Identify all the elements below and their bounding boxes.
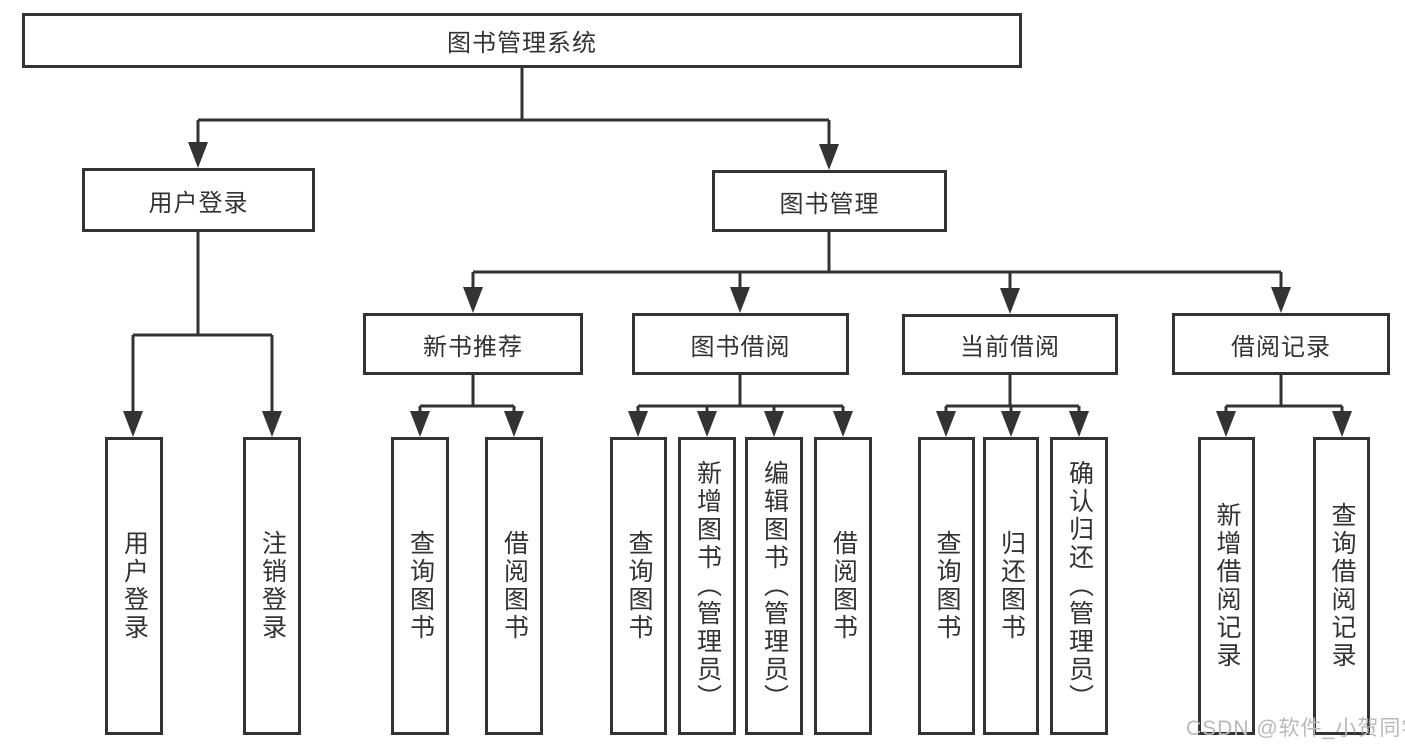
- node-borrowing-records: 借阅记录: [1172, 313, 1390, 375]
- leaf-return-books-label: 归还图书: [997, 530, 1026, 642]
- arrowhead-icon: [123, 411, 143, 437]
- leaf-query-books-borrowing-label: 查询图书: [625, 530, 653, 642]
- node-current-borrowing: 当前借阅: [902, 314, 1118, 375]
- node-borrowing-records-label: 借阅记录: [1231, 333, 1331, 361]
- arrowhead-icon: [1216, 411, 1236, 437]
- leaf-query-books-borrowing: 查询图书: [610, 437, 667, 735]
- leaf-user-login-label: 用户登录: [120, 530, 149, 642]
- arrowhead-icon: [262, 411, 282, 437]
- arrowhead-icon: [764, 411, 784, 437]
- leaf-borrow-books-recommend-label: 借阅图书: [500, 530, 529, 642]
- arrowhead-icon: [1000, 288, 1020, 314]
- node-system-root: 图书管理系统: [22, 13, 1022, 68]
- leaf-user-login: 用户登录: [105, 437, 163, 735]
- leaf-edit-books-admin-label: 编辑图书（管理员）: [760, 460, 789, 712]
- node-book-borrowing-label: 图书借阅: [690, 333, 791, 361]
- leaf-add-borrow-record: 新增借阅记录: [1198, 437, 1255, 735]
- arrowhead-icon: [819, 144, 839, 170]
- node-book-borrowing: 图书借阅: [632, 313, 849, 375]
- leaf-query-borrow-record: 查询借阅记录: [1313, 437, 1370, 735]
- arrowhead-icon: [628, 411, 648, 437]
- arrowhead-icon: [410, 411, 430, 437]
- arrowhead-icon: [936, 411, 956, 437]
- arrowhead-icon: [833, 411, 853, 437]
- arrowhead-icon: [697, 411, 717, 437]
- node-new-book-recommend-label: 新书推荐: [423, 333, 523, 361]
- leaf-return-books: 归还图书: [983, 437, 1039, 735]
- leaf-query-books-recommend-label: 查询图书: [406, 530, 435, 642]
- arrowhead-icon: [1271, 287, 1291, 313]
- leaf-query-borrow-record-label: 查询借阅记录: [1328, 502, 1356, 670]
- arrowhead-icon: [504, 411, 524, 437]
- arrowhead-icon: [1001, 411, 1021, 437]
- leaf-logout-label: 注销登录: [258, 530, 287, 642]
- leaf-confirm-return-admin: 确认归还（管理员）: [1050, 437, 1108, 735]
- leaf-logout: 注销登录: [243, 437, 301, 735]
- node-system-root-label: 图书管理系统: [447, 30, 597, 57]
- leaf-query-books-recommend: 查询图书: [391, 437, 449, 735]
- leaf-add-books-admin-label: 新增图书（管理员）: [693, 460, 722, 712]
- node-user-login-label: 用户登录: [148, 189, 249, 217]
- arrowhead-icon: [1332, 411, 1352, 437]
- node-book-management: 图书管理: [712, 170, 947, 232]
- node-book-management-label: 图书管理: [779, 190, 880, 218]
- leaf-confirm-return-admin-label: 确认归还（管理员）: [1065, 460, 1094, 712]
- csdn-watermark: CSDN @软件_小贺同学: [1186, 717, 1405, 740]
- leaf-add-books-admin: 新增图书（管理员）: [678, 437, 736, 735]
- leaf-add-borrow-record-label: 新增借阅记录: [1213, 502, 1241, 670]
- arrowhead-icon: [463, 287, 483, 313]
- arrowhead-icon: [1069, 411, 1089, 437]
- leaf-query-books-current-label: 查询图书: [933, 530, 961, 642]
- arrowhead-icon: [730, 287, 750, 313]
- leaf-borrow-books: 借阅图书: [814, 437, 872, 735]
- node-user-login: 用户登录: [82, 168, 315, 232]
- leaf-query-books-current: 查询图书: [918, 437, 975, 735]
- leaf-edit-books-admin: 编辑图书（管理员）: [745, 437, 803, 735]
- node-new-book-recommend: 新书推荐: [363, 313, 583, 375]
- node-current-borrowing-label: 当前借阅: [960, 334, 1060, 361]
- arrowhead-icon: [188, 142, 208, 168]
- leaf-borrow-books-label: 借阅图书: [829, 530, 858, 642]
- leaf-borrow-books-recommend: 借阅图书: [485, 437, 543, 735]
